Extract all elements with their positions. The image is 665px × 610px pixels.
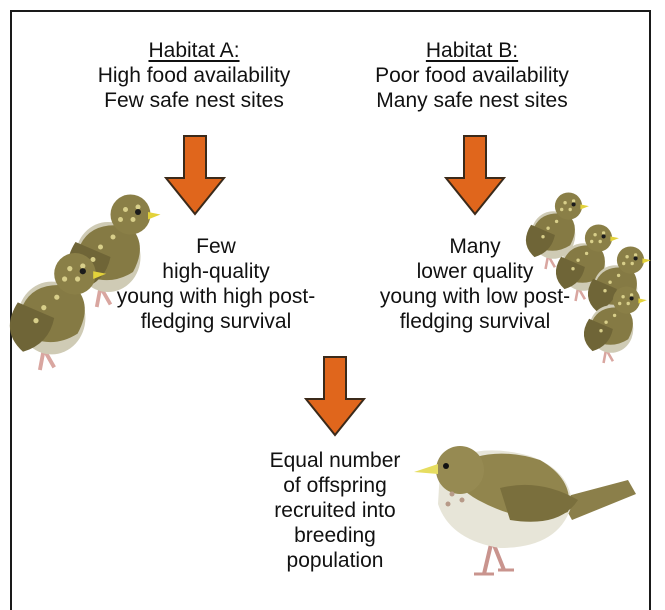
habitat-a-line-2: Few safe nest sites	[78, 88, 310, 113]
habitat-a-outcome: Few high-quality young with high post- f…	[100, 234, 332, 334]
result-line-4: breeding	[240, 523, 430, 548]
adult-bird-icon	[414, 446, 636, 574]
outcome-b-line-1: Many	[355, 234, 595, 259]
habitat-b-line-1: Poor food availability	[352, 63, 592, 88]
outcome-a-line-4: fledging survival	[100, 309, 332, 334]
result-line-3: recruited into	[240, 498, 430, 523]
habitat-b-block: Habitat B: Poor food availability Many s…	[352, 38, 592, 113]
outcome-a-line-1: Few	[100, 234, 332, 259]
habitat-b-title: Habitat B:	[352, 38, 592, 63]
habitat-a-line-1: High food availability	[78, 63, 310, 88]
result-line-1: Equal number	[240, 448, 430, 473]
result-line-2: of offspring	[240, 473, 430, 498]
arrow-habitat-a	[166, 136, 224, 214]
result-block: Equal number of offspring recruited into…	[240, 448, 430, 573]
habitat-b-line-2: Many safe nest sites	[352, 88, 592, 113]
habitat-a-block: Habitat A: High food availability Few sa…	[78, 38, 310, 113]
outcome-b-line-4: fledging survival	[355, 309, 595, 334]
outcome-a-line-2: high-quality	[100, 259, 332, 284]
outcome-b-line-3: young with low post-	[355, 284, 595, 309]
result-line-5: population	[240, 548, 430, 573]
arrow-habitat-b	[446, 136, 504, 214]
outcome-b-line-2: lower quality	[355, 259, 595, 284]
outcome-a-line-3: young with high post-	[100, 284, 332, 309]
arrow-result	[306, 357, 364, 435]
fledgling-icon	[10, 253, 106, 370]
habitat-b-outcome: Many lower quality young with low post- …	[355, 234, 595, 334]
habitat-a-title: Habitat A:	[78, 38, 310, 63]
